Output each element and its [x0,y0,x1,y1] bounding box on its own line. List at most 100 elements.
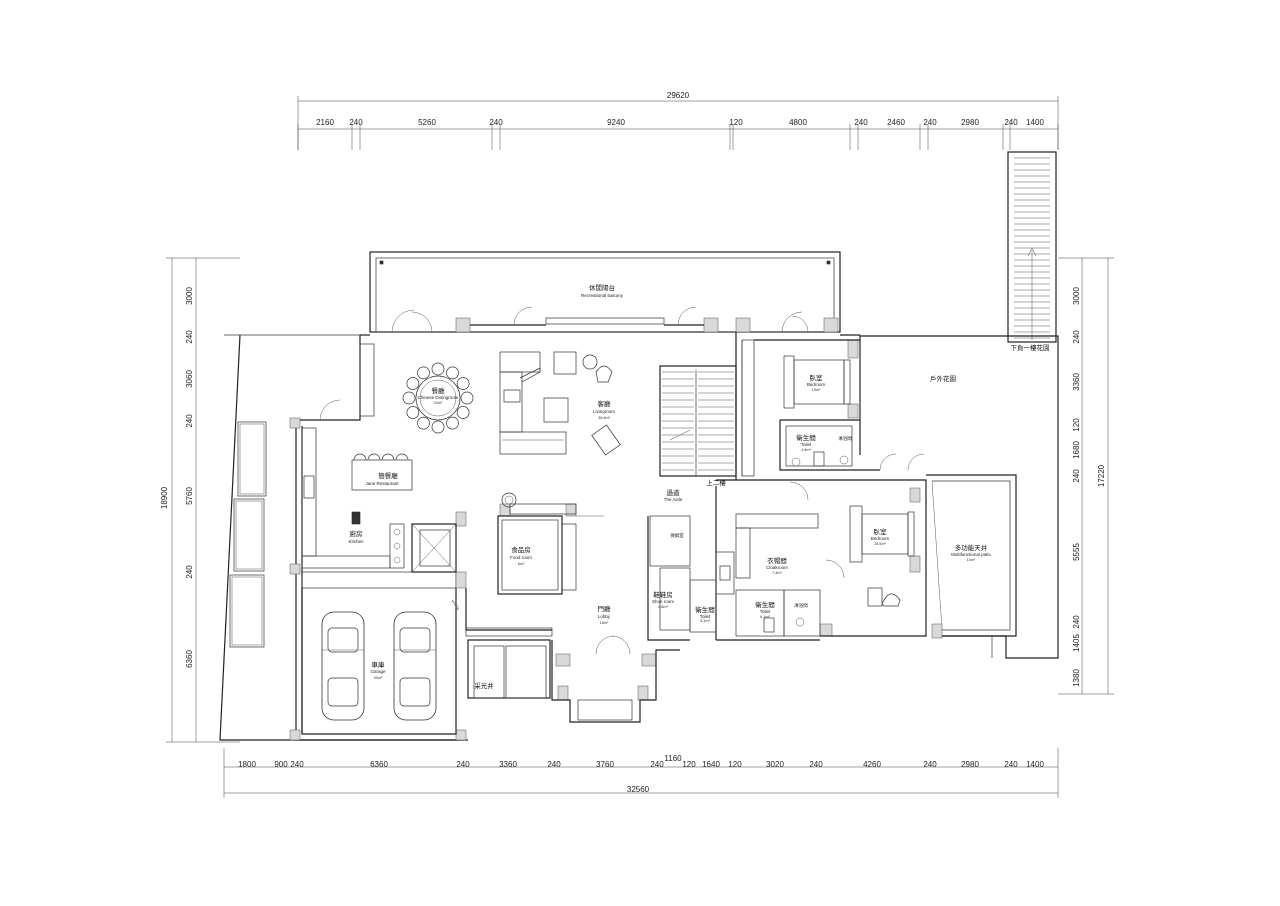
dim-left-seg: 240 [185,330,194,344]
dim-bottom-seg: 240 [923,760,937,769]
dining-chair [446,366,459,380]
room-labels: 休閒陽台 Recreational balcony 餐廳 Chinese Din… [348,283,1049,690]
dining-chair [431,362,445,376]
label-nanny: 保姆室 [670,532,684,539]
label-upstairs: 上二樓 [706,478,726,487]
dim-left-seg: 3060 [185,370,194,388]
dining-chair [446,416,459,430]
dim-top-seg: 4800 [789,118,807,127]
label-toilet-mid-area: 6.1m² [760,615,770,619]
label-lobby-zh: 門廳 [598,604,612,613]
label-balcony-en: Recreational balcony [581,293,624,298]
dining-chair [402,391,416,405]
dim-top-seg: 240 [489,118,503,127]
dining-chair [456,377,470,390]
label-bedroom2-area: 26.5m² [874,542,887,546]
label-patio-area: 10m² [967,558,976,562]
label-garage-en: Garage [370,669,386,674]
label-bedroom1-area: 15m² [812,388,821,392]
label-cloakroom-en: Cloakroom [766,565,788,570]
main-stair [659,365,737,477]
right-dimensions: 17220 3000 240 3360 120 1680 240 5555 24… [1058,257,1114,695]
dim-left-seg: 240 [185,565,194,579]
dim-right-seg: 3360 [1072,373,1081,391]
label-food-en: Food room [510,555,532,560]
label-cloakroom-area: 7.4m² [772,571,782,575]
label-down: 下負一樓花園 [1011,343,1050,352]
dining-chair [431,420,445,434]
left-dimensions: 18900 3000 240 3060 240 5760 240 6360 [160,257,240,743]
dim-top-seg: 240 [1004,118,1018,127]
label-toilet-top-area: 4.8m² [801,448,811,452]
bar-stool [353,453,367,461]
label-garage-zh: 車庫 [372,660,386,669]
dim-left-seg: 3000 [185,287,194,305]
label-kitchen-zh: 廚房 [350,529,363,538]
dim-bottom-seg: 240 [650,760,664,769]
label-bedroom2-zh: 臥室 [874,527,888,536]
dim-right-seg: 240 [1072,615,1081,629]
dim-top-seg: 240 [854,118,868,127]
dim-right-seg: 1405 [1072,634,1081,652]
bar-stool [381,453,395,461]
bottom-dimensions: 32560 1160 1800 900 240 6360 240 3360 24… [223,748,1059,798]
dim-right-total: 17220 [1097,464,1106,487]
label-shoe-area: 4.8m² [658,605,668,609]
dim-right-seg: 240 [1072,330,1081,344]
label-shoe-zh: 鞋鞋房 [653,590,673,599]
dim-bottom-seg: 1800 [238,760,256,769]
dim-bottom-total: 32560 [627,785,650,794]
top-dimensions: 29620 2160 240 5260 240 9240 120 4800 24… [297,91,1059,150]
dim-top-seg: 1400 [1026,118,1044,127]
label-bedroom1-en: Bedroom [807,382,826,387]
label-kitchen-en: Kitchen [348,539,364,544]
label-living-area: 36.6m² [598,416,611,420]
label-dining-area: 20m² [434,401,443,405]
label-dining-zh: 餐廳 [432,386,446,395]
label-food-zh: 食品房 [511,545,531,554]
dim-bottom-seg: 240 [809,760,823,769]
label-balcony-zh: 休閒陽台 [589,283,615,292]
label-food-area: 6m² [518,562,525,566]
dim-top-seg: 2160 [316,118,334,127]
dim-right-seg: 1680 [1072,441,1081,459]
dim-left-seg: 5760 [185,487,194,505]
label-garage-area: 40m² [374,676,383,680]
dim-bottom-extra: 1160 [664,754,682,763]
walls [289,317,943,741]
label-living-en: Livingroom [593,409,615,414]
label-toilet-small-zh: 衛生間 [695,605,715,614]
dim-bottom-seg: 120 [682,760,696,769]
furniture [303,351,915,633]
car-left [321,611,365,721]
dim-left-seg: 240 [185,414,194,428]
label-lobby-en: Lobby [598,614,611,619]
dim-bottom-seg: 120 [728,760,742,769]
dim-bottom-seg: 3760 [596,760,614,769]
dim-bottom-seg: 4260 [863,760,881,769]
car-right [393,611,437,721]
dining-chair [417,366,430,380]
dim-bottom-seg: 3360 [499,760,517,769]
dim-left-seg: 6360 [185,650,194,668]
label-garden: 戶外花園 [930,374,956,383]
label-light-well: 采光井 [474,681,494,690]
label-lobby-area: 18m² [600,621,609,625]
dim-bottom-seg: 3020 [766,760,784,769]
label-toilet-top-en: Toilet [801,442,812,447]
site-boundary [219,151,1059,741]
dim-bottom-seg: 1400 [1026,760,1044,769]
dim-right-seg: 1380 [1072,669,1081,687]
label-toilet-small-area: 3.1m² [700,619,710,623]
label-bedroom2-en: Bedroom [871,536,890,541]
dim-top-seg: 9240 [607,118,625,127]
label-shower-mid: 淋浴間 [794,602,808,609]
dim-top-seg: 120 [729,118,743,127]
dim-right-seg: 120 [1072,418,1081,432]
dim-right-seg: 3000 [1072,287,1081,305]
dining-chair [417,416,430,430]
label-toilet-mid-zh: 衛生間 [755,600,775,609]
dim-bottom-seg: 2980 [961,760,979,769]
label-patio-en: Multifunctional patio [951,552,991,557]
label-restaurant-en: Jane Restaurant [365,481,399,486]
